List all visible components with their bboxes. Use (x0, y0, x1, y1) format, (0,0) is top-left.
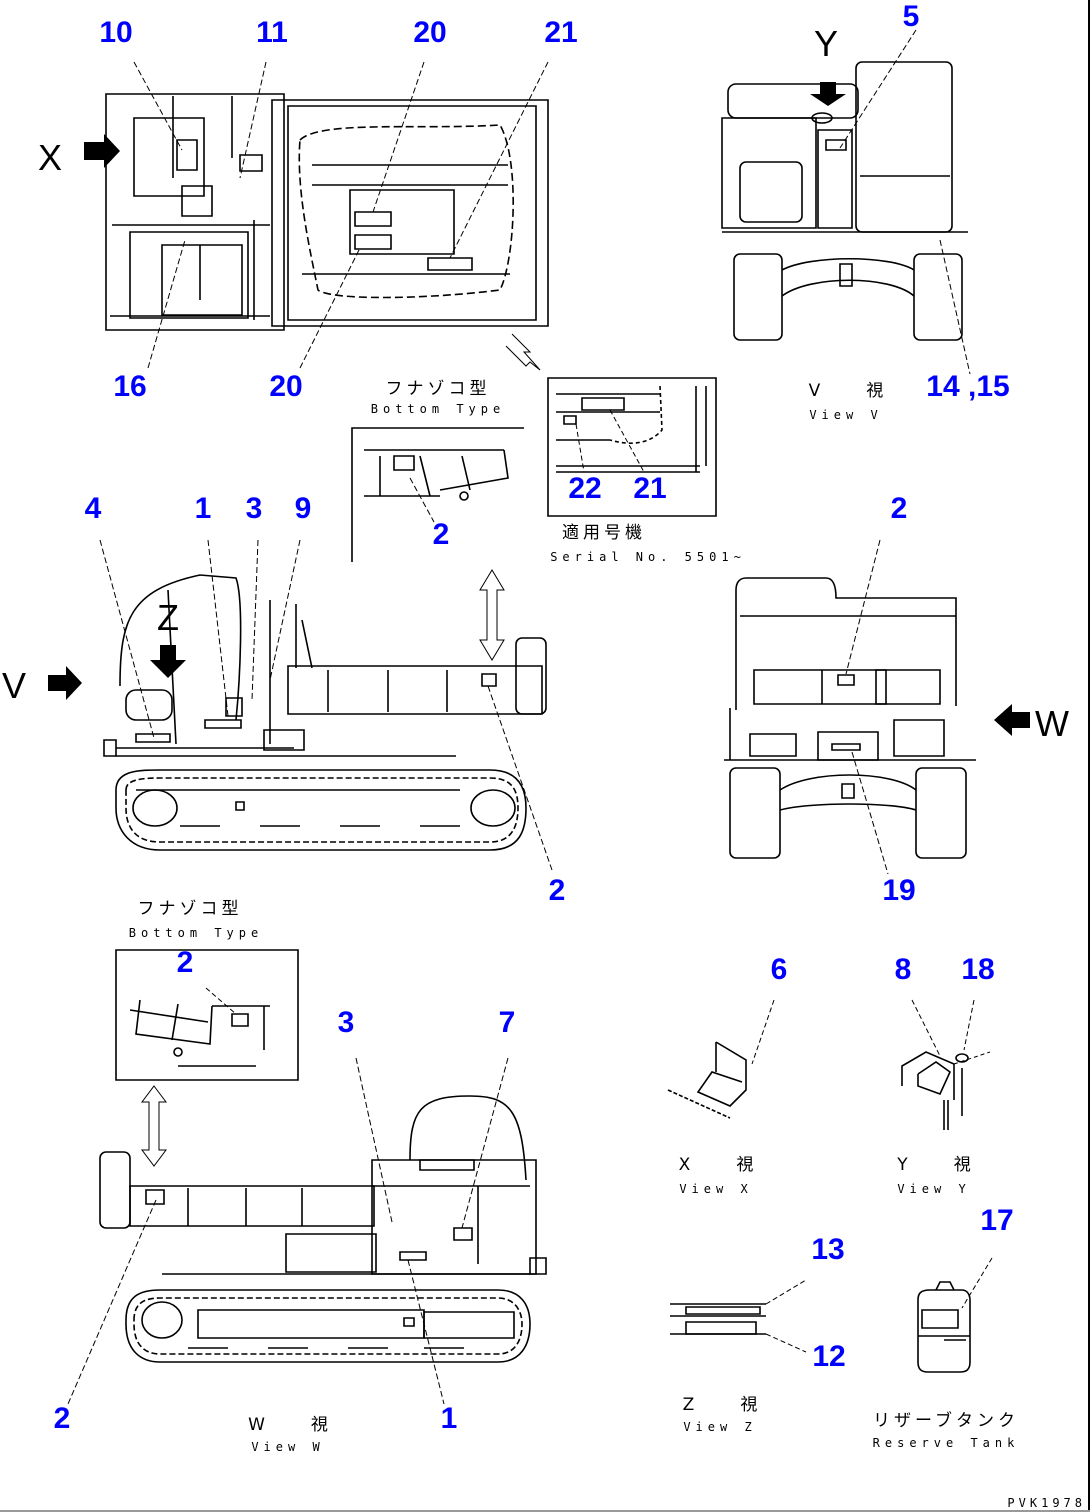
callout-21[interactable]: 21 (544, 16, 578, 49)
view-w-drawing (68, 1058, 546, 1404)
callout-14-15[interactable]: 14 ,15 (926, 370, 1010, 403)
serial-number-label: Serial No. 5501~ (550, 550, 746, 564)
top-view-drawing (106, 62, 548, 370)
view-z-marker: Z (157, 597, 179, 638)
serial-label-jp: 適用号機 (562, 523, 646, 543)
callout-1[interactable]: 1 (440, 1402, 458, 1435)
callout-12[interactable]: 12 (812, 1340, 846, 1373)
reserve-tank-label-en: Reserve Tank (872, 1436, 1020, 1450)
callout-1[interactable]: 1 (194, 492, 212, 525)
view-v-arrow-icon (48, 666, 82, 700)
view-y-detail-drawing (902, 1000, 990, 1130)
view-z-label-en: View Z (683, 1420, 757, 1434)
callout-2[interactable]: 2 (432, 518, 450, 551)
callout-2[interactable]: 2 (548, 874, 566, 907)
callout-21[interactable]: 21 (633, 472, 667, 505)
callout-20[interactable]: 20 (413, 16, 447, 49)
view-w-label-en: View W (251, 1440, 325, 1454)
callout-8[interactable]: 8 (894, 953, 912, 986)
view-v-label-jp: V 視 (808, 381, 888, 401)
view-v-label-en: View V (809, 408, 883, 422)
view-y-label-jp: Y 視 (897, 1155, 975, 1175)
bottom-type-label-jp: フナゾコ型 (385, 379, 491, 399)
view-z-label-jp: Z 視 (682, 1395, 762, 1415)
callout-17[interactable]: 17 (980, 1204, 1014, 1237)
view-v-drawing (722, 30, 970, 374)
rear-view-drawing (724, 540, 976, 874)
callout-10[interactable]: 10 (99, 16, 133, 49)
view-y-marker: Y (813, 23, 839, 64)
reserve-tank-label-jp: リザーブタンク (873, 1411, 1019, 1431)
document-id: PVK1978 (1007, 1496, 1086, 1510)
callout-19[interactable]: 19 (882, 874, 916, 907)
callout-5[interactable]: 5 (902, 0, 920, 33)
frame-border-right (1088, 0, 1090, 1512)
serial-inset (548, 378, 716, 516)
callout-2[interactable]: 2 (890, 492, 908, 525)
callout-7[interactable]: 7 (498, 1006, 516, 1039)
callout-4[interactable]: 4 (84, 492, 102, 525)
view-z-detail-drawing (670, 1280, 806, 1352)
view-z-arrow-icon (150, 645, 186, 678)
view-x-arrow-icon (84, 134, 120, 168)
view-x-detail-drawing (668, 1000, 774, 1118)
callout-22[interactable]: 22 (568, 472, 602, 505)
bottom-type-label-en: Bottom Type (128, 926, 264, 940)
callout-2[interactable]: 2 (176, 946, 194, 979)
callout-13[interactable]: 13 (811, 1233, 845, 1266)
view-y-label-en: View Y (897, 1182, 971, 1196)
callout-6[interactable]: 6 (770, 953, 788, 986)
callout-9[interactable]: 9 (294, 492, 312, 525)
view-w-arrow-icon (994, 704, 1030, 736)
view-x-label-en: View X (679, 1182, 753, 1196)
bottom-type-inset-bottom (116, 950, 298, 1167)
callout-18[interactable]: 18 (961, 953, 995, 986)
reserve-tank-drawing (918, 1258, 992, 1372)
callout-2[interactable]: 2 (53, 1402, 71, 1435)
frame-border-bottom (0, 1510, 1090, 1512)
side-view-drawing (100, 540, 552, 870)
callout-11[interactable]: 11 (256, 16, 288, 49)
callout-3[interactable]: 3 (337, 1006, 355, 1039)
bottom-type-label-en: Bottom Type (370, 402, 506, 416)
bottom-type-label-jp: フナゾコ型 (137, 899, 243, 919)
view-w-label-jp: W 視 (248, 1415, 332, 1435)
view-y-arrow-icon (810, 82, 846, 106)
callout-3[interactable]: 3 (245, 492, 263, 525)
view-x-marker: X (37, 137, 63, 178)
callout-20[interactable]: 20 (269, 370, 303, 403)
callout-16[interactable]: 16 (113, 370, 147, 403)
view-x-label-jp: X 視 (678, 1155, 758, 1175)
bottom-type-inset-top (352, 428, 524, 562)
view-v-marker: V (1, 665, 27, 706)
view-w-marker: W (1035, 703, 1069, 744)
